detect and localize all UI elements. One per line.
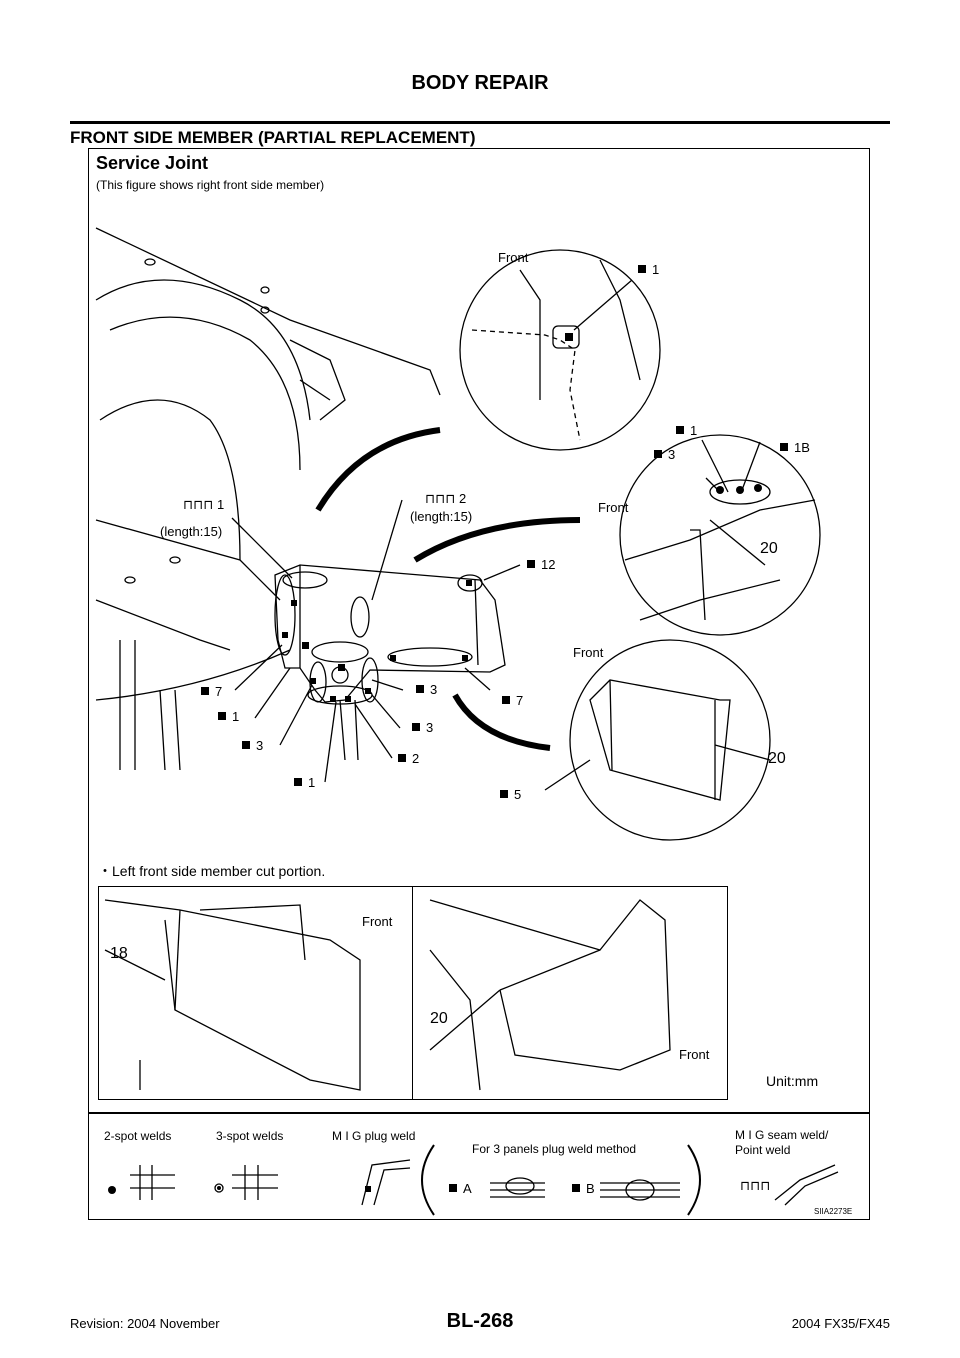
callout-1a: 1 [218,709,239,724]
front-label-5: Front [679,1047,710,1062]
figure-title: Service Joint [96,153,209,173]
legend-3-spot-welds: 3-spot welds [216,1129,284,1143]
legend-separator [88,1112,870,1114]
dimension-20-a: 20 [760,540,778,557]
callout-1b: 1 [294,775,315,790]
legend-b-label: B [572,1181,595,1196]
section-title: FRONT SIDE MEMBER (PARTIAL REPLACEMENT) [70,128,476,147]
dimension-18: 18 [110,945,128,962]
unit-label: Unit:mm [766,1073,819,1089]
seam-weld-symbol-icon: ⊓⊓⊓ [740,1178,771,1193]
callout-3c: 3 [412,720,433,735]
front-label-1: Front [498,250,529,265]
legend-mig-seam-weld: M I G seam weld/ [735,1128,829,1142]
front-label-4: Front [362,914,393,929]
callout-detail1-1: 1 [638,262,659,277]
legend-a-label: A [449,1181,472,1196]
callout-detail2-1: 1 [676,423,697,438]
seam-weld-length-2: (length:15) [410,509,473,524]
callout-7b: 7 [502,693,523,708]
seam-weld-length-1: (length:15) [160,524,223,539]
legend-3-panels: For 3 panels plug weld method [472,1142,637,1156]
front-label-3: Front [573,645,604,660]
legend-mig-plug-weld: M I G plug weld [332,1129,416,1143]
figure-frame [88,148,870,1220]
callout-12: 12 [527,557,555,572]
lower-panels-divider [412,886,413,1100]
seam-weld-callout-2: ⊓⊓⊓ 2 [425,491,467,506]
lower-panels-frame [98,886,728,1100]
header-rule [70,121,890,124]
seam-weld-callout-1: ⊓⊓⊓ 1 [183,497,225,512]
dimension-20-c: 20 [430,1010,448,1027]
callout-3a: 3 [242,738,263,753]
legend-2-spot-welds: 2-spot welds [104,1129,172,1143]
footer-model: 2004 FX35/FX45 [791,1316,890,1331]
callout-3b: 3 [416,682,437,697]
page-header-title: BODY REPAIR [411,72,549,94]
lower-note: ・Left front side member cut portion. [98,863,326,879]
figure-code: SIIA2273E [814,1207,853,1216]
callout-detail2-3: 3 [654,447,675,462]
footer-revision: Revision: 2004 November [70,1316,220,1331]
legend-point-weld: Point weld [735,1143,791,1157]
dimension-20-b: 20 [768,750,786,767]
callout-detail2-1b: 1B [780,440,810,455]
front-label-2: Front [598,500,629,515]
callout-7a: 7 [201,684,222,699]
callout-2: 2 [398,751,419,766]
figure-subtitle: (This figure shows right front side memb… [96,178,325,192]
footer-page-number: BL-268 [446,1310,514,1332]
callout-detail3-5: 5 [500,787,521,802]
